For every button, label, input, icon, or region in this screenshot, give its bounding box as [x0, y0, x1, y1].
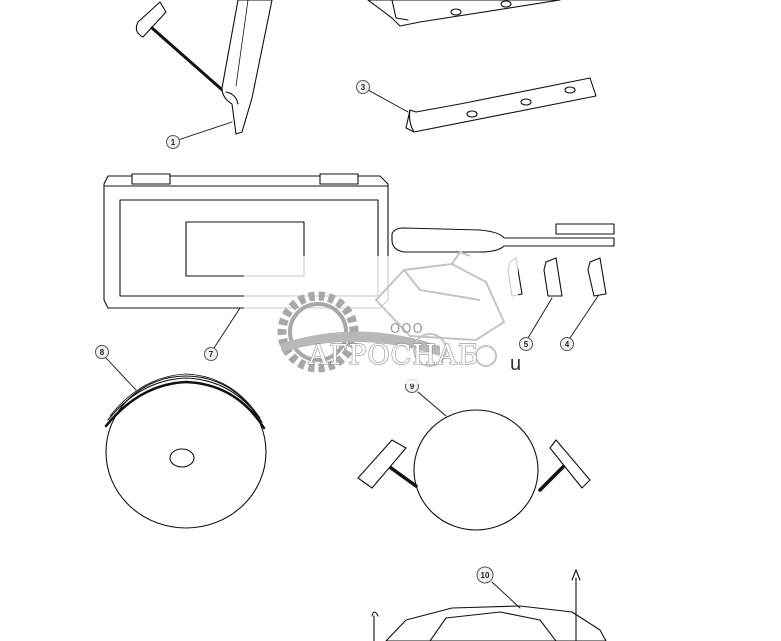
callout-3-circle: [356, 80, 370, 94]
scraper-tool-1: [135, 0, 273, 135]
leader-7: [213, 307, 241, 349]
leader-8: [105, 357, 137, 391]
callout-7-circle: [204, 347, 218, 361]
blade-insert-4: [587, 257, 607, 297]
callout-4-label: 4: [565, 340, 570, 349]
callout-8-circle: [95, 345, 109, 359]
watermark-name: АГРОСНАБ: [308, 340, 479, 371]
bracket-part-2: [367, 0, 561, 27]
callout-5-circle: [519, 337, 533, 351]
leader-1: [177, 121, 233, 141]
harvester-silhouette-icon: [374, 250, 506, 367]
callout-5-label: 5: [524, 340, 529, 349]
leader-9: [417, 391, 447, 417]
cord-spool-8: [104, 373, 267, 529]
callout-10-circle: [476, 566, 494, 584]
angled-blade-3: [405, 77, 597, 133]
callout-10: 10: [476, 566, 494, 584]
frame-stand-10: [371, 569, 607, 641]
callout-3: 3: [356, 80, 370, 94]
callout-4-circle: [560, 337, 574, 351]
callout-8: 8: [95, 345, 109, 359]
handle-tool: [391, 223, 615, 253]
callout-10-label: 10: [481, 571, 490, 580]
callout-7: 7: [204, 347, 218, 361]
leader-3: [367, 89, 409, 113]
watermark-prefix: ООО: [390, 322, 424, 337]
callout-1: 1: [166, 135, 180, 149]
callout-3-label: 3: [361, 83, 366, 92]
agrosnab-watermark: ООО АГРОСНАБ u: [244, 250, 521, 384]
callout-5: 5: [519, 337, 533, 351]
callout-7-label: 7: [209, 350, 214, 359]
watermark-tail: u: [510, 353, 521, 375]
leader-10: [491, 581, 521, 609]
callout-9-label: 9: [410, 382, 415, 391]
leader-5: [527, 297, 553, 339]
callout-4: 4: [560, 337, 574, 351]
callout-1-circle: [166, 135, 180, 149]
field-swoosh-icon: [280, 331, 440, 356]
callout-8-label: 8: [100, 348, 105, 357]
callout-1-label: 1: [171, 138, 176, 147]
blade-insert-5: [543, 257, 563, 297]
callout-markers: 1 3 4 5 7 8 9 10: [95, 80, 574, 584]
wire-saw-9: [357, 409, 591, 531]
leader-4: [569, 295, 599, 339]
